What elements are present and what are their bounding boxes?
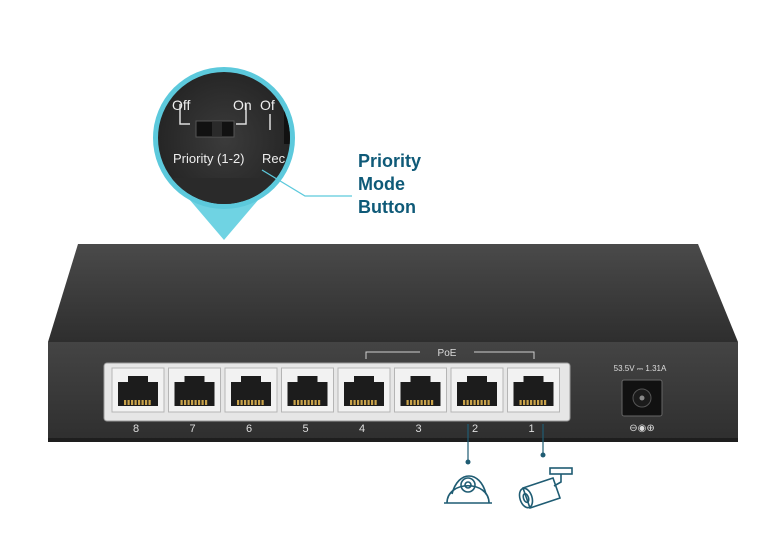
port-number-5: 5 xyxy=(302,423,308,435)
polarity-symbol: ⊖◉⊕ xyxy=(629,423,654,434)
switch-on-label: On xyxy=(233,97,252,113)
rj45-port-2 xyxy=(450,367,504,413)
port-number-3: 3 xyxy=(415,423,421,435)
dome-camera-icon xyxy=(444,475,492,504)
port-number-7: 7 xyxy=(189,423,195,435)
poe-bracket-right xyxy=(474,351,535,359)
callout-title: Priority Mode Button xyxy=(358,150,498,219)
switch-caption-cut: Rec xyxy=(262,151,286,166)
rj45-port-6 xyxy=(224,367,278,413)
magnifier-lens xyxy=(158,72,290,204)
callout-line-2: Mode xyxy=(358,174,405,194)
port-number-4: 4 xyxy=(359,423,365,435)
port-number-row: 8 7 6 5 4 3 2 1 xyxy=(133,423,535,435)
port-number-1: 1 xyxy=(528,423,534,435)
rj45-port-1 xyxy=(507,367,560,413)
switch-caption: Priority (1-2) xyxy=(173,151,245,166)
callout-leader-line xyxy=(261,169,352,197)
callout-line-3: Button xyxy=(358,197,416,217)
poe-bracket-left xyxy=(365,351,420,359)
rj45-port-8 xyxy=(111,367,165,413)
port-number-6: 6 xyxy=(246,423,252,435)
switch-off-label: Off xyxy=(172,97,191,113)
port-number-2: 2 xyxy=(472,423,478,435)
rj45-port-5 xyxy=(281,367,334,413)
power-rating-label: 53.5V ⎓ 1.31A xyxy=(614,364,667,373)
switch-off-label-cut: Of xyxy=(260,97,275,113)
switch-top-panel xyxy=(48,244,738,342)
callout-line-1: Priority xyxy=(358,151,422,171)
rj45-port-3 xyxy=(394,367,447,413)
rj45-port-7 xyxy=(168,367,221,413)
port-number-8: 8 xyxy=(133,423,139,435)
poe-label: PoE xyxy=(438,348,457,359)
rj45-ports xyxy=(111,367,560,413)
rj45-port-4 xyxy=(337,367,391,413)
bullet-camera-icon xyxy=(518,467,573,510)
